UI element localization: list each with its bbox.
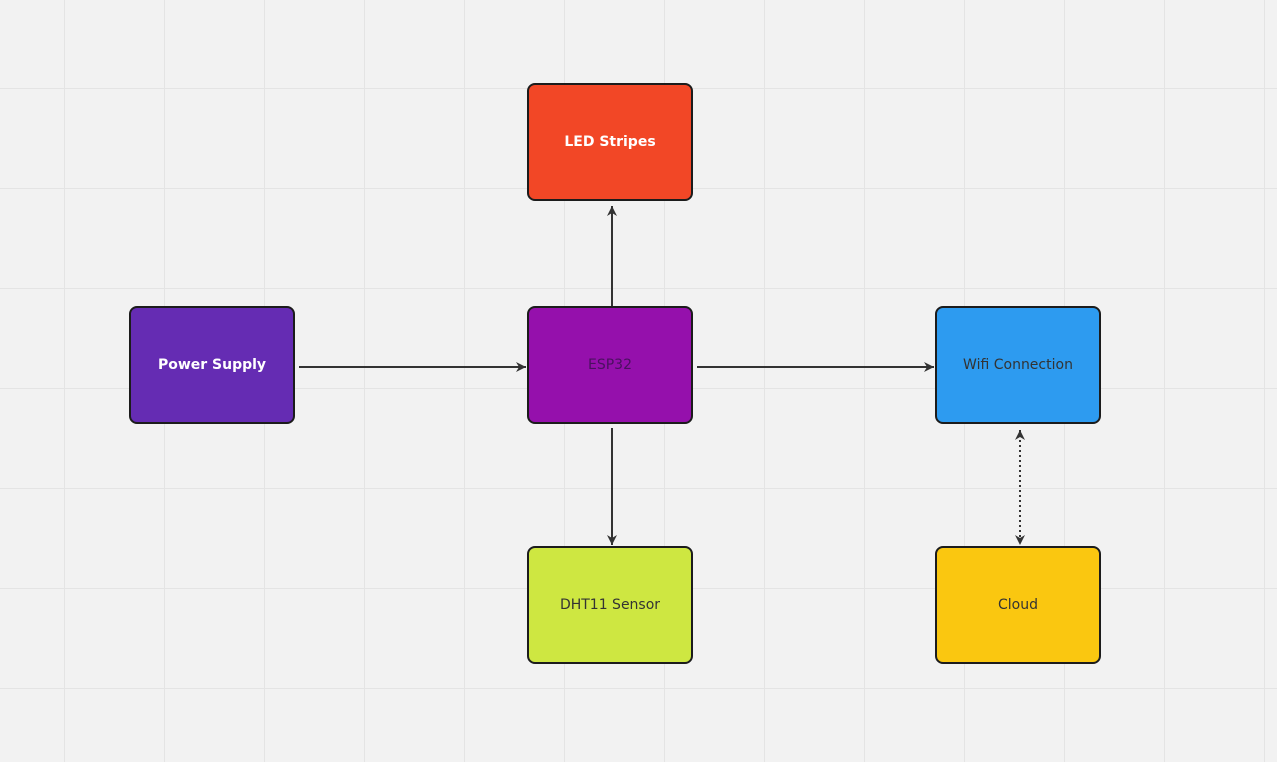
node-cloud[interactable]: Cloud bbox=[935, 546, 1101, 664]
node-label: Cloud bbox=[998, 597, 1038, 613]
node-label: Power Supply bbox=[157, 357, 267, 373]
node-power-supply[interactable]: Power Supply bbox=[129, 306, 295, 424]
node-dht11-sensor[interactable]: DHT11 Sensor bbox=[527, 546, 693, 664]
node-label: Wifi Connection bbox=[963, 357, 1073, 373]
node-led-stripes[interactable]: LED Stripes bbox=[527, 83, 693, 201]
node-label: ESP32 bbox=[588, 357, 632, 373]
node-wifi-connection[interactable]: Wifi Connection bbox=[935, 306, 1101, 424]
node-label: LED Stripes bbox=[564, 134, 656, 150]
node-label: DHT11 Sensor bbox=[559, 597, 661, 613]
node-esp32[interactable]: ESP32 bbox=[527, 306, 693, 424]
